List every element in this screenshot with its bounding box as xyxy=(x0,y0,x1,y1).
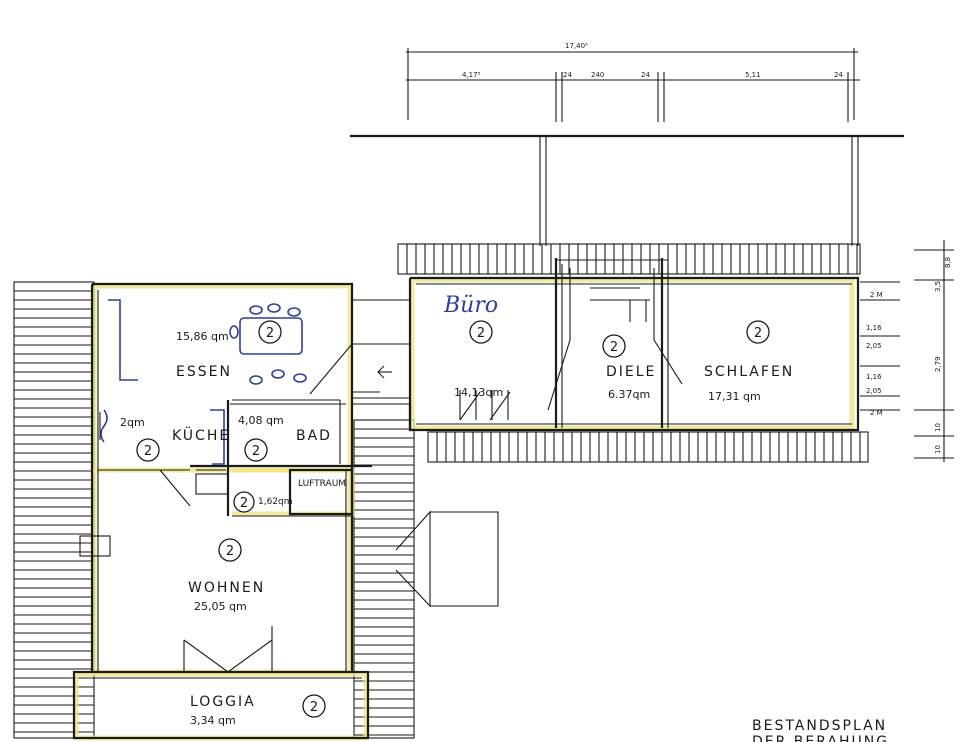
upper-balcony-outline xyxy=(350,134,904,246)
overall-dimension: 17,40⁵ xyxy=(565,42,588,50)
hand-drawn-dining-table xyxy=(100,299,307,465)
room-number: 2 xyxy=(266,326,274,341)
room-number: 2 xyxy=(310,700,318,715)
room-area: 3,34 qm xyxy=(190,714,236,727)
room-buero: Büro 2 14,13qm xyxy=(443,293,503,399)
stair-lines xyxy=(159,268,683,608)
plan-title: BESTANDSPLAN xyxy=(752,718,887,734)
roof-hatch-bottom xyxy=(427,431,869,463)
room-name: SCHLAFEN xyxy=(704,364,794,380)
dimension-label: 4,17⁵ xyxy=(462,71,481,79)
room-name: LOGGIA xyxy=(190,694,256,710)
room-name: ESSEN xyxy=(176,364,232,380)
walls xyxy=(72,258,860,740)
room-name: DIELE xyxy=(606,364,656,380)
dimension-label: 2,79 xyxy=(934,356,942,372)
dimension-label: 24 xyxy=(563,71,572,79)
room-area: 2qm xyxy=(120,416,145,429)
room-number: 2 xyxy=(477,326,485,341)
yellow-highlight-outline xyxy=(73,277,855,741)
dimension-label: 1,16 xyxy=(866,324,882,332)
loggia-door-swings xyxy=(183,626,273,673)
room-number: 2 xyxy=(252,444,260,459)
room-name: Büro xyxy=(443,293,498,318)
roof-hatch-left xyxy=(13,281,95,739)
room-schlafen: 2 SCHLAFEN 17,31 qm xyxy=(704,320,794,403)
dimension-label: 1,16 xyxy=(866,373,882,381)
room-number: 2 xyxy=(610,340,618,355)
room-name: LUFTRAUM xyxy=(298,479,346,489)
dimension-label: 2 M xyxy=(870,409,883,417)
dimension-label: 10 xyxy=(934,445,942,454)
dimension-label: 24 xyxy=(834,71,843,79)
dimension-label: 2,05 xyxy=(866,342,882,350)
dimension-label: 5,11 xyxy=(745,71,761,79)
room-luftraum: LUFTRAUM 1,62qm 2 xyxy=(233,479,346,513)
room-bad: 4,08 qm BAD 2 xyxy=(238,414,332,462)
room-name: BAD xyxy=(296,428,332,444)
dimension-label: 2 M xyxy=(870,291,883,299)
dimension-label: 2,05 xyxy=(866,387,882,395)
dimension-label: 3,5 xyxy=(934,281,942,292)
dimension-label: 24 xyxy=(641,71,650,79)
dimension-label: 8,8 xyxy=(944,257,952,268)
plan-subtitle: DER BERAHUNG xyxy=(752,734,889,742)
room-number: 2 xyxy=(144,444,152,459)
room-area: 1,62qm xyxy=(258,497,293,507)
room-loggia: LOGGIA 3,34 qm 2 xyxy=(190,694,326,727)
room-area: 14,13qm xyxy=(454,386,503,399)
room-number: 2 xyxy=(240,496,248,511)
room-number: 2 xyxy=(226,544,234,559)
top-dimension-chain: 17,40⁵ 4,17⁵ 24 240 24 5,11 24 xyxy=(406,42,860,122)
dimension-label: 240 xyxy=(591,71,604,79)
room-area: 15,86 qm xyxy=(176,330,229,343)
room-number: 2 xyxy=(754,326,762,341)
dimension-label: 10 xyxy=(934,423,942,432)
room-area: 17,31 qm xyxy=(708,390,761,403)
room-diele: 2 DIELE 6.37qm xyxy=(602,334,656,401)
room-name: WOHNEN xyxy=(188,580,265,596)
roof-hatch-top xyxy=(397,243,861,275)
room-kueche: 2qm KÜCHE 2 xyxy=(120,416,230,462)
room-area: 6.37qm xyxy=(608,388,650,401)
right-dimension-chain: 2 M 1,16 2,05 1,16 2,05 2 M 3,5 8,8 2,79… xyxy=(860,240,954,462)
title-block: BESTANDSPLAN DER BERAHUNG xyxy=(752,718,889,742)
room-essen: 15,86 qm ESSEN 2 xyxy=(176,320,282,380)
room-name: KÜCHE xyxy=(172,426,230,444)
room-area: 25,05 qm xyxy=(194,600,247,613)
room-wohnen: 2 WOHNEN 25,05 qm xyxy=(188,538,265,613)
room-area: 4,08 qm xyxy=(238,414,284,427)
